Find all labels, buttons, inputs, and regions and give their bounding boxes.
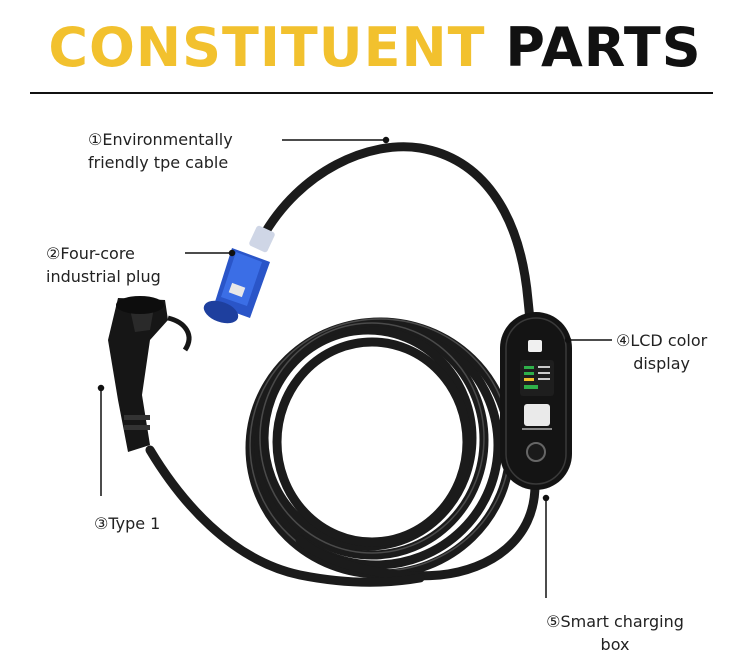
callout-cable-line2: friendly tpe cable xyxy=(88,153,229,172)
callout-type1: ③Type 1 xyxy=(94,512,160,535)
callout-smart-box: ⑤Smart charging box xyxy=(540,610,690,656)
box-lower-cable xyxy=(295,480,540,581)
page-title: CONSTITUENT PARTS xyxy=(0,18,750,78)
lcd-color-display xyxy=(520,360,554,396)
type1-connector xyxy=(108,296,192,452)
callout-cable: ①Environmentally friendly tpe cable xyxy=(88,128,233,174)
callout-box-line1: ⑤Smart charging xyxy=(546,612,684,631)
callout-plug-line1: ②Four-core xyxy=(46,244,135,263)
callout-industrial-plug: ②Four-core industrial plug xyxy=(46,242,161,288)
title-rest: PARTS xyxy=(505,16,702,79)
callout-lcd-line2: display xyxy=(633,354,691,373)
title-divider xyxy=(30,92,713,94)
callout-lcd-line1: ④LCD color xyxy=(616,331,708,350)
smart-charging-box xyxy=(500,312,572,490)
industrial-plug xyxy=(203,225,275,324)
title-accent: CONSTITUENT xyxy=(48,16,486,79)
callout-cable-line1: ①Environmentally xyxy=(88,130,233,149)
environmental-cable xyxy=(257,142,535,325)
callout-box-line2: box xyxy=(600,635,630,654)
callout-lcd: ④LCD color display xyxy=(616,329,707,375)
type1-cable xyxy=(145,445,425,587)
callout-leaders xyxy=(97,136,612,598)
callout-plug-line2: industrial plug xyxy=(46,267,161,286)
callout-type1-line1: ③Type 1 xyxy=(94,514,161,533)
